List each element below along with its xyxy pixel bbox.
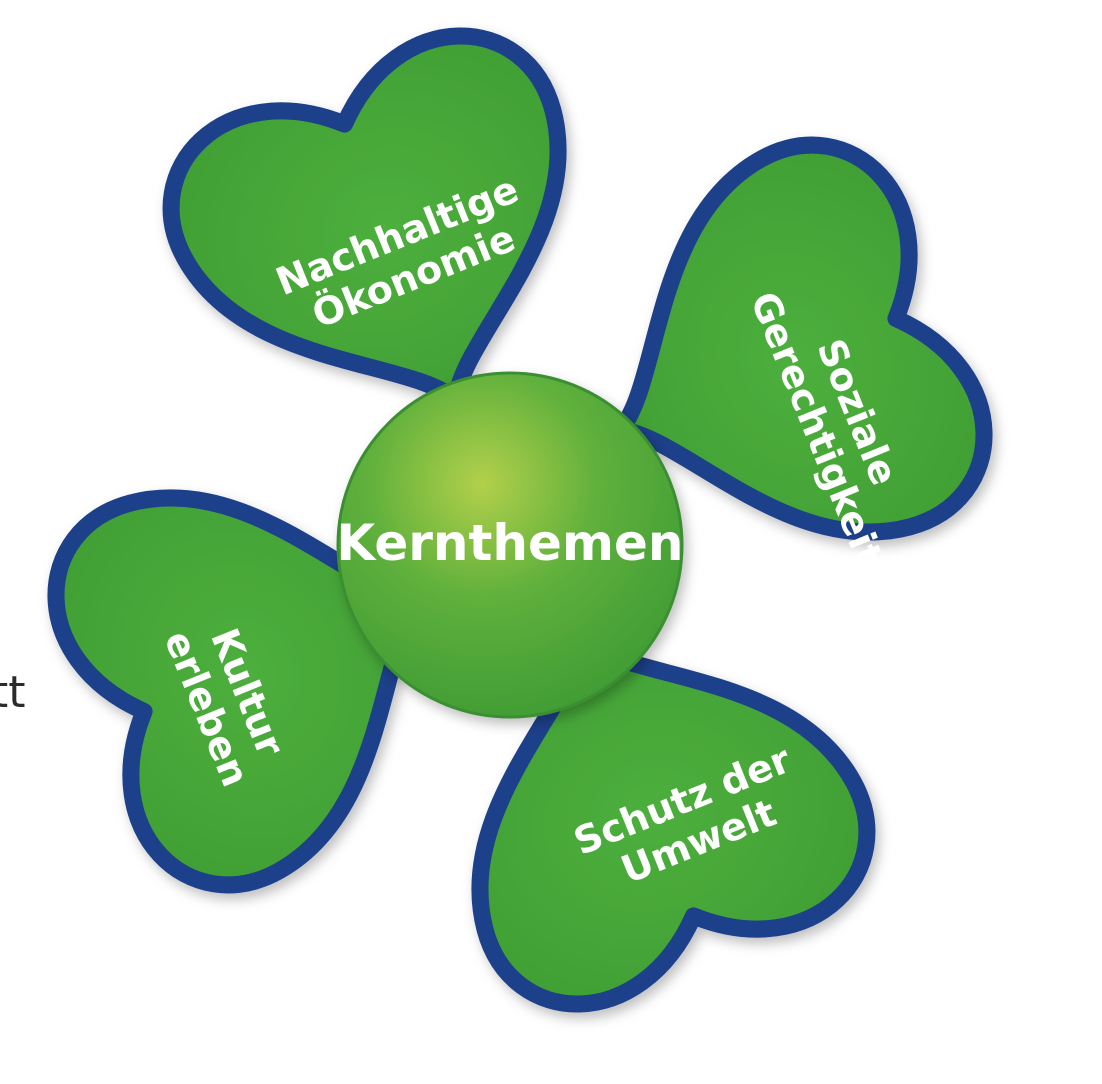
leaf-soziale-gerechtigkeit — [611, 136, 993, 541]
center-circle — [336, 371, 684, 719]
leaf-schutz-der-umwelt — [471, 631, 876, 1013]
leaf-nachhaltige-oekonomie — [162, 27, 567, 409]
leaf-shape-bottom — [471, 631, 876, 1013]
leaf-shape-right — [611, 136, 993, 541]
leaf-shape-left — [47, 489, 429, 894]
cropped-side-text: att — [0, 668, 26, 718]
leaf-kultur-erleben — [47, 489, 429, 894]
leaf-shape-top — [162, 27, 567, 409]
center-label: Kernthemen — [336, 514, 683, 572]
